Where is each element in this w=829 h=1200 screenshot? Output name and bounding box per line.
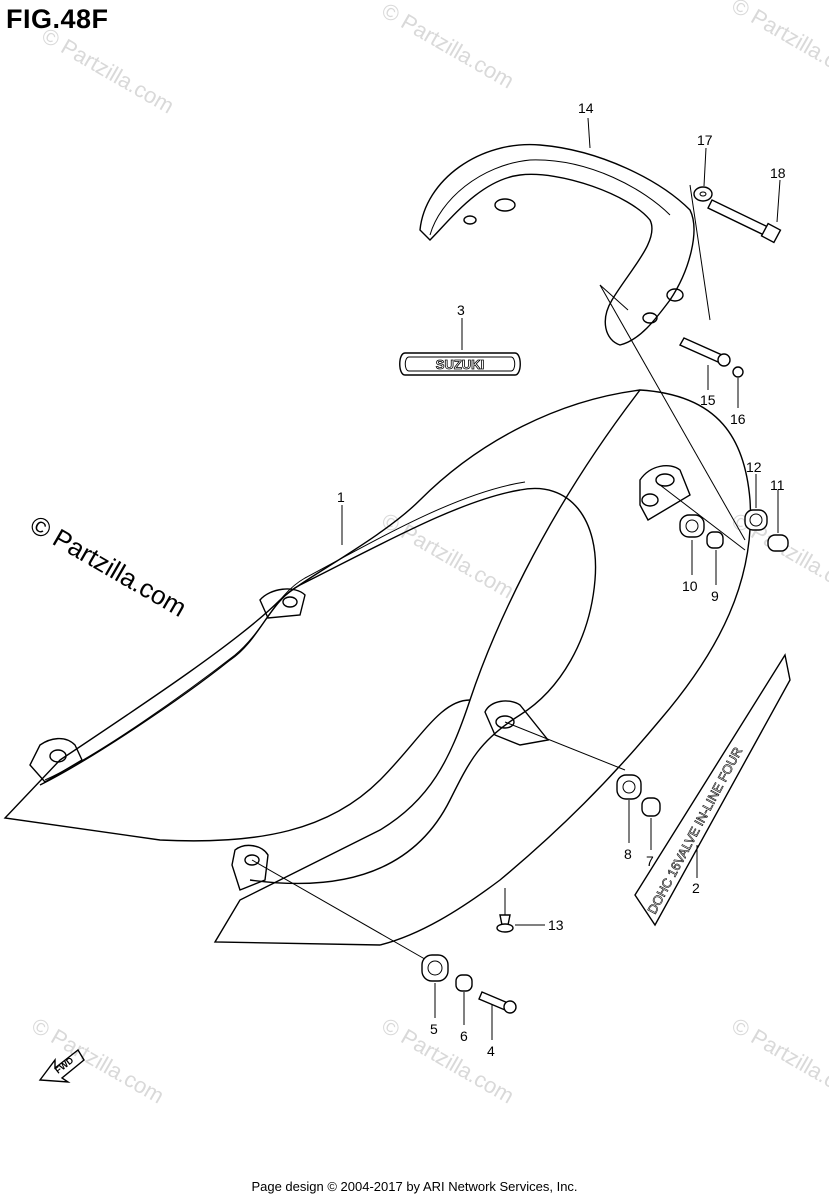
grommet-10 [679,514,705,538]
part-label-11: 11 [770,477,785,493]
grommet-12 [744,509,768,531]
watermark-main: © Partzilla.com [25,509,192,623]
part-label-9: 9 [711,588,719,604]
part-label-18: 18 [770,165,786,181]
hardware [421,186,789,1014]
bolt-18 [707,199,782,244]
grommet-5 [421,954,449,982]
page-footer: Page design © 2004-2017 by ARI Network S… [251,1179,578,1194]
part-label-6: 6 [460,1028,468,1044]
watermark-8: © Partzilla.com [728,1013,829,1109]
watermarks: © Partzilla.com © Partzilla.com © Partzi… [25,0,829,1108]
part-label-14: 14 [578,100,594,116]
figure-title: FIG.48F [6,4,109,34]
suzuki-emblem: SUZUKI [399,352,521,376]
part-label-5: 5 [430,1021,438,1037]
part-label-16: 16 [730,411,746,427]
part-label-4: 4 [487,1043,495,1059]
grab-rail [419,143,711,346]
watermark-1: © Partzilla.com [38,23,179,119]
callout-leaders [341,117,781,1040]
bolt-4 [478,991,517,1014]
part-label-13: 13 [548,917,564,933]
watermark-3: © Partzilla.com [728,0,829,88]
emblem-text: SUZUKI [436,357,484,372]
watermark-7: © Partzilla.com [378,1013,519,1109]
collar-11 [767,534,789,552]
part-label-12: 12 [746,459,762,475]
part-label-8: 8 [624,846,632,862]
part-label-3: 3 [457,302,465,318]
part-label-17: 17 [697,132,713,148]
part-label-10: 10 [682,578,698,594]
seat-tail-cover [3,284,752,963]
cap-16 [732,366,744,378]
watermark-4: © Partzilla.com [378,508,519,604]
clip-13 [496,914,514,933]
part-label-2: 2 [692,880,700,896]
part-label-1: 1 [337,489,345,505]
grommet-8 [616,774,642,800]
parts-diagram: © Partzilla.com © Partzilla.com © Partzi… [3,0,829,1108]
collar-9 [706,531,724,549]
watermark-6: © Partzilla.com [28,1013,169,1109]
washer-17 [693,186,713,202]
collar-6 [455,974,473,992]
part-number-labels: 1 2 3 4 5 6 7 8 9 10 11 12 13 14 15 16 1… [337,100,786,1059]
bolt-15 [679,337,731,367]
part-label-7: 7 [646,853,654,869]
decal-strip: DOHC 16VALVE IN-LINE FOUR [634,653,791,927]
part-label-15: 15 [700,392,716,408]
watermark-2: © Partzilla.com [378,0,519,93]
collar-7 [641,797,661,817]
